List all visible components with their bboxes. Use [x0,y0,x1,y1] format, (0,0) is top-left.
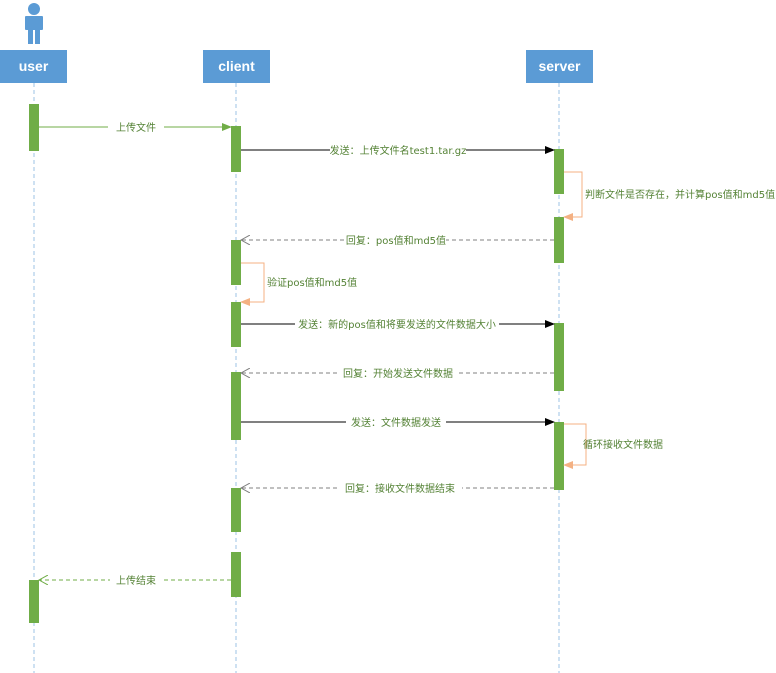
activation-client-3 [231,302,241,347]
actor-client: client [203,50,270,83]
activation-client-2 [231,240,241,285]
activation-client-5 [231,488,241,532]
self-label-verify: 验证pos值和md5值 [267,276,357,289]
activation-user-1 [29,104,39,151]
actor-user: user [0,50,67,83]
message-label-send-data: 发送：文件数据发送 [351,416,441,429]
self-label-check-file: 判断文件是否存在，并计算pos值和md5值 [585,188,775,201]
actor-server: server [526,50,593,83]
activation-server-1 [554,149,564,194]
person-icon [25,3,43,44]
activation-client-4 [231,372,241,440]
actor-server-label: server [538,58,581,74]
actor-user-label: user [19,58,49,74]
message-label-reply-pos-md5: 回复：pos值和md5值 [346,234,446,247]
self-arrow-loop-receive [563,423,587,469]
self-label-loop-receive: 循环接收文件数据 [583,438,663,451]
activation-client-1 [231,126,241,172]
activation-server-3 [554,323,564,391]
message-label-send-new-pos: 发送：新的pos值和将要发送的文件数据大小 [298,318,496,331]
message-label-upload-end: 上传结束 [116,574,156,587]
message-label-upload: 上传文件 [116,121,156,134]
activation-bars [29,104,564,623]
activation-server-4 [554,422,564,490]
activation-server-2 [554,217,564,263]
activation-user-2 [29,580,39,623]
message-label-reply-end: 回复：接收文件数据结束 [345,482,455,495]
self-arrow-check-file [563,171,583,221]
activation-client-6 [231,552,241,597]
message-label-reply-start: 回复：开始发送文件数据 [343,367,453,380]
actor-client-label: client [218,58,255,74]
self-arrow-verify [240,262,265,306]
message-label-send-filename: 发送：上传文件名test1.tar.gz [330,144,467,157]
